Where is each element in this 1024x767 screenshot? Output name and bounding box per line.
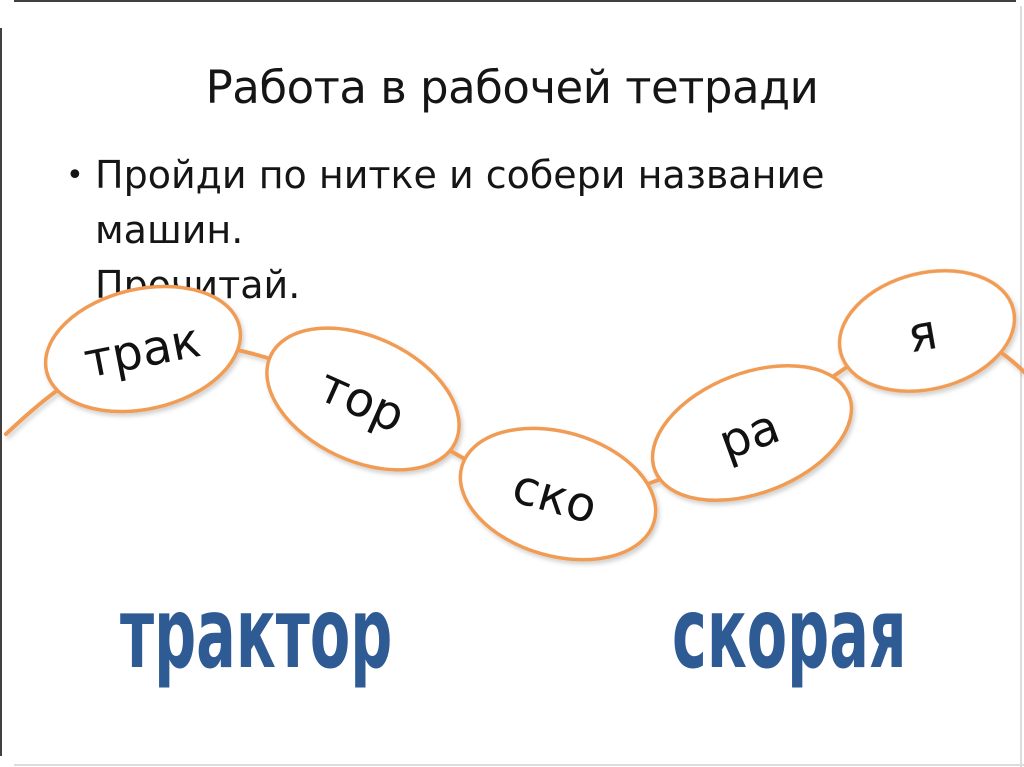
- syllable-bubble-3: [458, 426, 658, 562]
- syllable-bubble-1: [43, 284, 243, 414]
- bullet-line-1: Пройди по нитке и собери название машин.: [95, 153, 825, 253]
- slide-border-bottom: [14, 764, 1024, 766]
- answer-word-tractor: трактор: [120, 577, 393, 691]
- slide-border-left: [0, 28, 2, 756]
- answer-word-skoraya: скорая: [672, 577, 907, 691]
- slide-border-right: [1020, 6, 1022, 767]
- page-title: Работа в рабочей тетради: [205, 61, 819, 114]
- syllable-bubble-4: [650, 363, 854, 503]
- bullet-marker: •: [66, 158, 84, 193]
- slide-border-top: [14, 0, 1016, 2]
- syllable-bubble-2: [265, 326, 461, 472]
- syllable-bubble-5: [837, 268, 1017, 394]
